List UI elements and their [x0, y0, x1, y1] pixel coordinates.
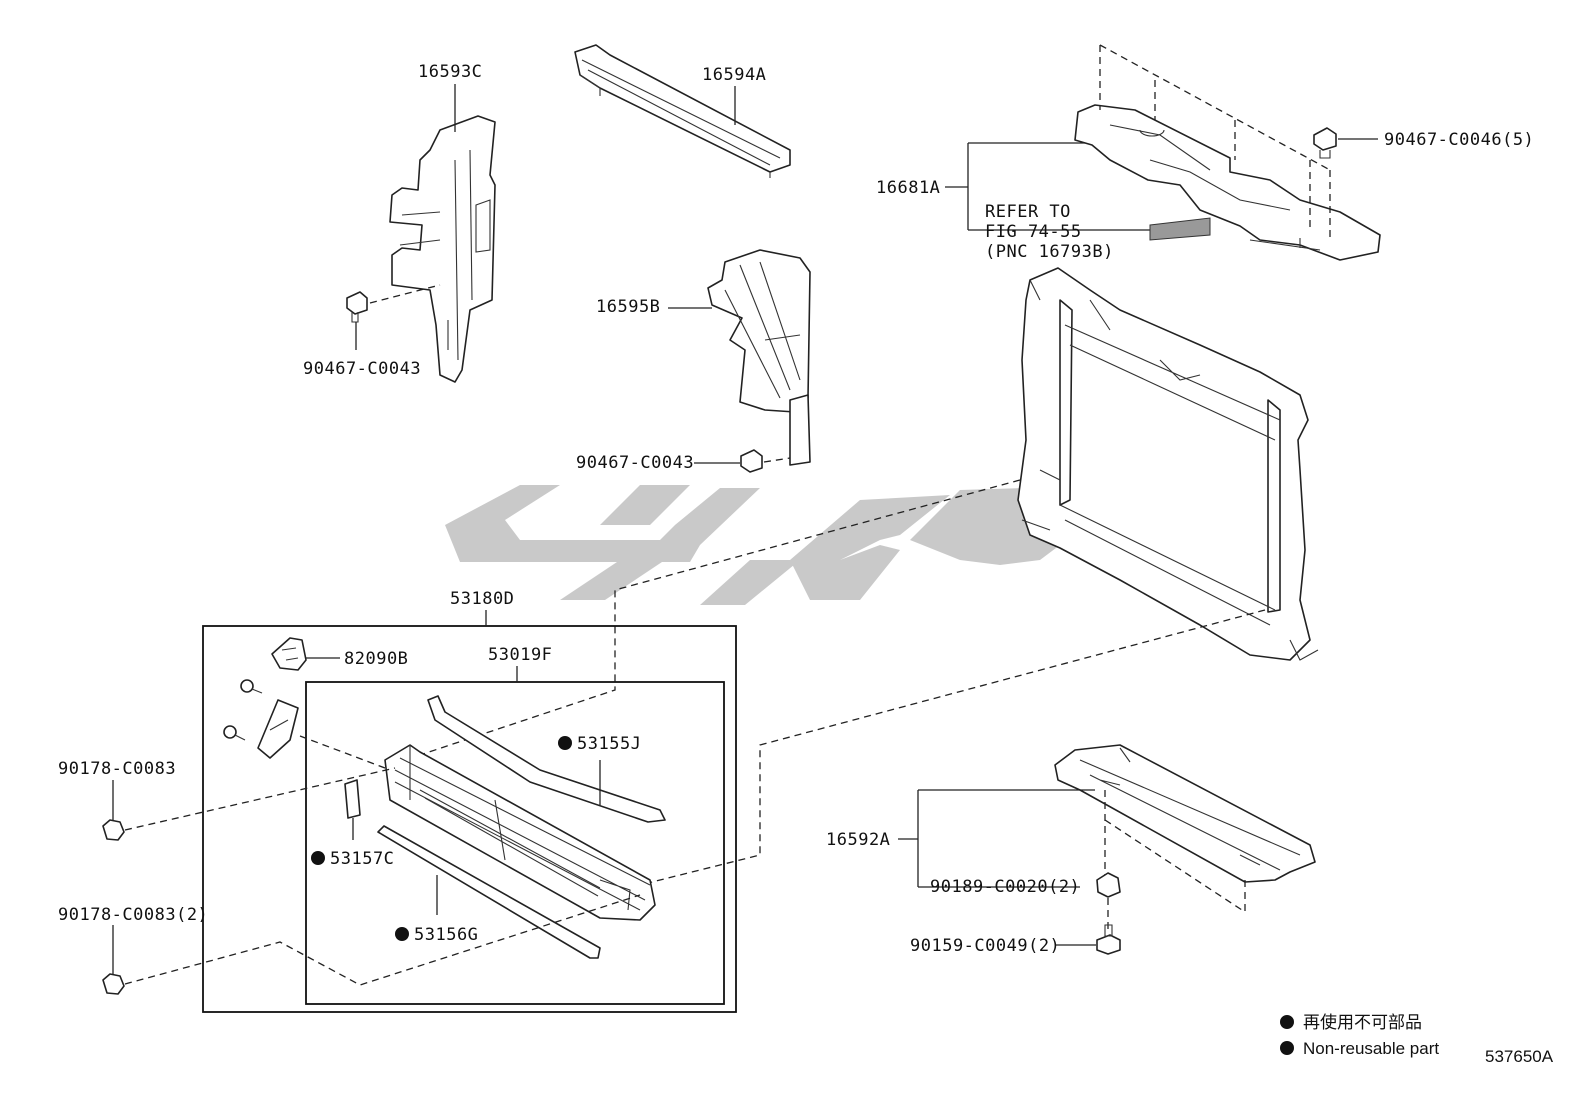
label-90189-C0020: 90189-C0020(2)	[930, 877, 1080, 897]
clip-90467-C0046	[1313, 127, 1337, 159]
label-53156G: 53156G	[414, 925, 478, 945]
label-82090B: 82090B	[344, 649, 408, 669]
part-82090B	[271, 637, 307, 671]
grille-shutter-assembly	[384, 744, 656, 921]
legend-dot-1	[1280, 1015, 1294, 1029]
dashline-clip-mid	[763, 457, 791, 463]
box-53180D	[202, 625, 737, 1013]
dashline-frame-top	[419, 479, 1021, 756]
label-refer-line1: REFER TO	[985, 202, 1071, 222]
non-reusable-dot-53155J	[558, 736, 572, 750]
box-53019F	[305, 681, 725, 1005]
label-90178-C0083-2: 90178-C0083(2)	[58, 905, 208, 925]
label-16592A: 16592A	[826, 830, 890, 850]
bolt-upper	[240, 679, 263, 694]
label-90467-C0046: 90467-C0046(5)	[1384, 130, 1534, 150]
part-16592A	[1054, 744, 1316, 913]
ref-shape-16793B	[1149, 217, 1211, 241]
part-16681A	[1074, 44, 1381, 261]
leader-16592A	[898, 789, 1095, 888]
label-16681A: 16681A	[876, 178, 940, 198]
nut-90178-C0083-2	[102, 973, 125, 995]
label-90467-C0043-mid: 90467-C0043	[576, 453, 694, 473]
clip-90467-C0043-mid	[740, 449, 763, 473]
dashline-nut-upper	[124, 767, 396, 831]
label-53157C: 53157C	[330, 849, 394, 869]
label-53180D: 53180D	[450, 589, 514, 609]
part-16594A	[574, 44, 791, 178]
radiator-support-frame	[1017, 267, 1319, 661]
label-90178-C0083: 90178-C0083	[58, 759, 176, 779]
screw-90159-C0049	[1096, 924, 1121, 955]
part-53156G	[377, 825, 601, 959]
clip-90189-C0020	[1096, 872, 1121, 898]
label-refer-line2: FIG 74-55	[985, 222, 1082, 242]
leader-16681A	[945, 142, 1210, 231]
label-16595B: 16595B	[596, 297, 660, 317]
part-53157C	[344, 779, 361, 819]
label-16593C: 16593C	[418, 62, 482, 82]
legend-line1: 再使用不可部品	[1303, 1012, 1422, 1032]
bolt-lower	[223, 725, 246, 741]
bracket-sensor	[257, 699, 299, 759]
part-53155J	[427, 695, 666, 823]
dashline-nut-lower	[124, 894, 641, 986]
label-53155J: 53155J	[577, 734, 641, 754]
legend-line2: Non-reusable part	[1303, 1039, 1439, 1058]
part-16595B	[707, 249, 811, 466]
part-16593C	[389, 115, 496, 383]
label-53019F: 53019F	[488, 645, 552, 665]
label-90159-C0049: 90159-C0049(2)	[910, 936, 1060, 956]
nut-90178-C0083	[102, 819, 125, 841]
label-16594A: 16594A	[702, 65, 766, 85]
label-90467-C0043-left: 90467-C0043	[303, 359, 421, 379]
figure-id: 537650A	[1485, 1047, 1554, 1066]
non-reusable-dot-53157C	[311, 851, 325, 865]
dashline-clip-left	[369, 284, 441, 304]
legend-dot-2	[1280, 1041, 1294, 1055]
clip-90467-C0043-left	[346, 291, 368, 323]
label-refer-line3: (PNC 16793B)	[985, 242, 1114, 262]
dashline-bracket	[299, 735, 386, 769]
non-reusable-dot-53156G	[395, 927, 409, 941]
dashline-frame-bottom	[639, 609, 1266, 886]
